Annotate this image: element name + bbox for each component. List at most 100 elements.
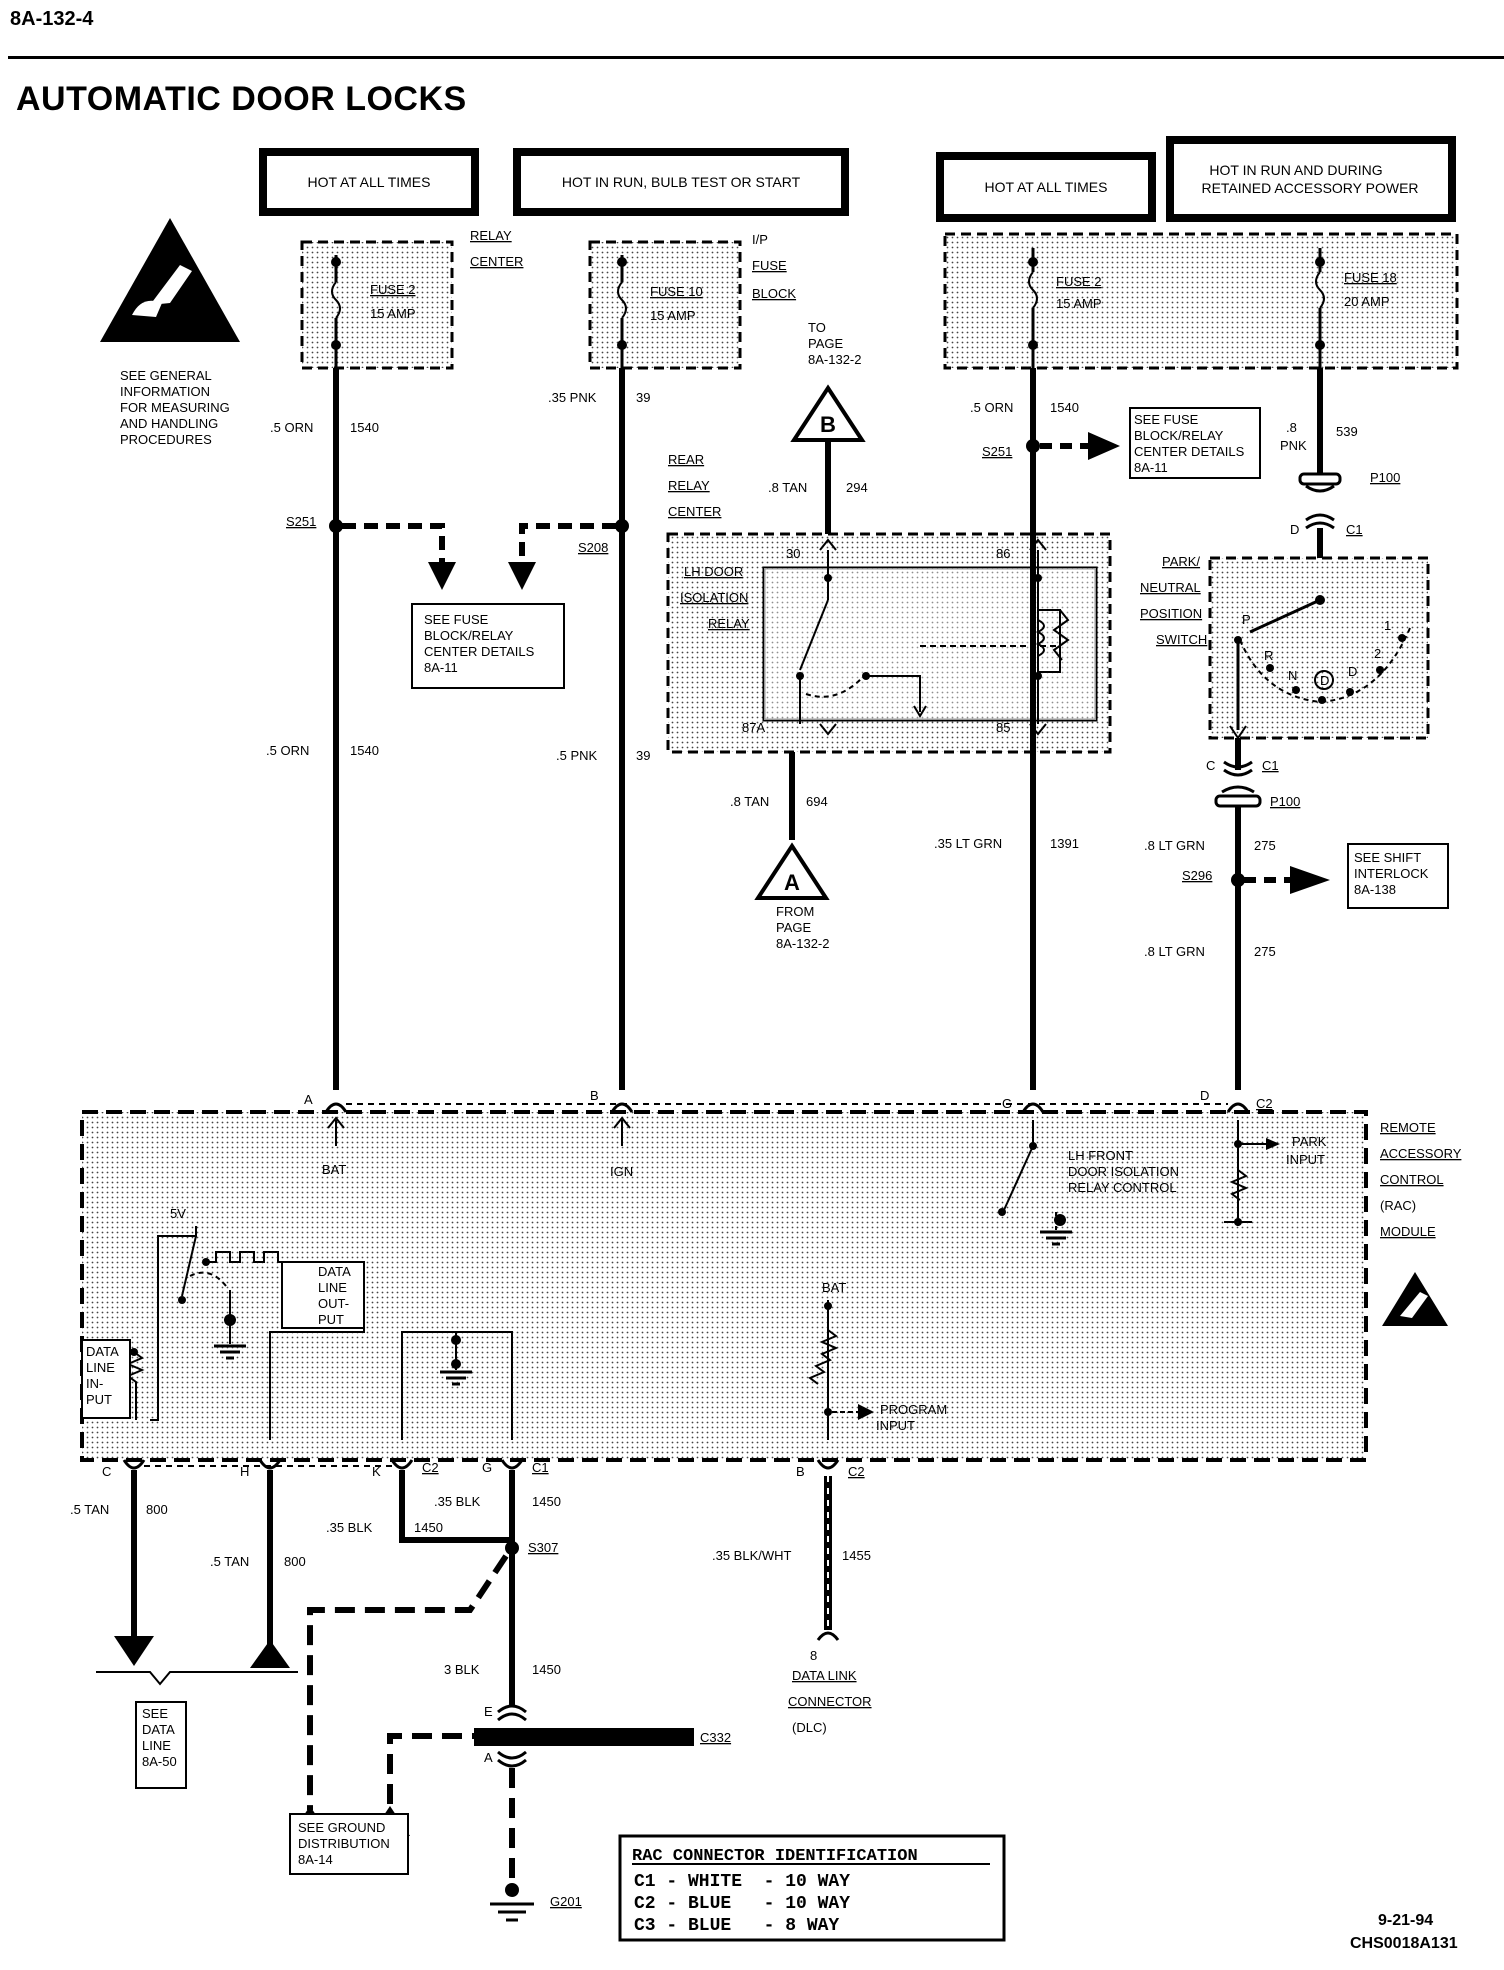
svg-text:C2: C2 (422, 1460, 439, 1475)
svg-text:INTERLOCK: INTERLOCK (1354, 866, 1429, 881)
svg-text:8A-14: 8A-14 (298, 1852, 333, 1867)
relay-pin-86: 86 (996, 546, 1010, 561)
svg-text:C1: C1 (1346, 522, 1363, 537)
svg-text:A: A (484, 1750, 493, 1765)
svg-text:D: D (1200, 1088, 1209, 1103)
svg-text:CENTER DETAILS: CENTER DETAILS (424, 644, 535, 659)
hot-box-4: HOT IN RUN AND DURING RETAINED ACCESSORY… (1166, 136, 1456, 222)
relay-center-fuse-block: RELAY CENTER FUSE 2 15 AMP (300, 228, 523, 370)
hot-box-3-label: HOT AT ALL TIMES (985, 179, 1108, 195)
svg-text:REAR: REAR (668, 452, 704, 467)
svg-text:CONTROL: CONTROL (1380, 1172, 1444, 1187)
svg-text:AND HANDLING: AND HANDLING (120, 416, 218, 431)
svg-text:C2: C2 (848, 1464, 865, 1479)
svg-text:R: R (1264, 648, 1273, 663)
svg-text:D: D (1348, 664, 1357, 679)
svg-text:.35 LT GRN: .35 LT GRN (934, 836, 1002, 851)
svg-text:DATA LINK: DATA LINK (792, 1668, 857, 1683)
p100-bottom: P100 (1270, 794, 1300, 809)
svg-text:RELAY CONTROL: RELAY CONTROL (1068, 1180, 1177, 1195)
relay-pin-87a: 87A (742, 720, 765, 735)
svg-text:8A-11: 8A-11 (424, 660, 458, 675)
splice-s296: S296 (1182, 868, 1212, 883)
svg-text:PARK/: PARK/ (1162, 554, 1200, 569)
rear-relay-center: REAR RELAY CENTER LH DOOR ISOLATION RELA… (666, 452, 1112, 754)
svg-text:C1: C1 (532, 1460, 549, 1475)
page-code: 8A-132-4 (10, 8, 94, 30)
svg-text:LH DOOR: LH DOOR (684, 564, 743, 579)
svg-text:275: 275 (1254, 838, 1276, 853)
wire-1450: .35 BLK 1450 .35 BLK 1450 S307 3 BLK 145… (289, 1470, 731, 1922)
svg-text:C1 - WHITE - 10 WAY: C1 - WHITE - 10 WAY (634, 1872, 850, 1892)
svg-text:B: B (796, 1464, 805, 1479)
ip-fuse-block: I/P FUSE BLOCK FUSE 10 15 AMP (588, 232, 796, 370)
svg-text:INPUT: INPUT (1286, 1152, 1325, 1167)
page-ref-b: TO PAGE 8A-132-2 B .8 TAN 294 (768, 320, 868, 550)
fuse-relay-left-ref: SEE FUSE BLOCK/RELAY CENTER DETAILS 8A-1… (342, 523, 616, 689)
svg-text:.8 LT GRN: .8 LT GRN (1144, 838, 1205, 853)
fuse10-name: FUSE 10 (650, 284, 703, 299)
svg-text:.5 ORN: .5 ORN (266, 743, 309, 758)
svg-text:PNK: PNK (1280, 438, 1307, 453)
svg-text:SEE FUSE: SEE FUSE (1134, 412, 1199, 427)
svg-text:ACCESSORY: ACCESSORY (1380, 1146, 1462, 1161)
svg-text:DATA: DATA (86, 1344, 119, 1359)
hot-box-1-label: HOT AT ALL TIMES (308, 174, 431, 190)
svg-text:8: 8 (810, 1648, 817, 1663)
svg-text:CENTER: CENTER (668, 504, 721, 519)
fuse2-right-name: FUSE 2 (1056, 274, 1102, 289)
svg-text:PROGRAM: PROGRAM (880, 1402, 947, 1417)
header-rule (8, 56, 1504, 59)
page-ref-a: .8 TAN 694 A FROM PAGE 8A-132-2 (730, 752, 830, 951)
svg-text:8A-50: 8A-50 (142, 1754, 177, 1769)
svg-text:PARK: PARK (1292, 1134, 1327, 1149)
svg-text:.5 TAN: .5 TAN (70, 1502, 109, 1517)
svg-text:DISTRIBUTION: DISTRIBUTION (298, 1836, 390, 1851)
svg-text:C2: C2 (1256, 1096, 1273, 1111)
svg-text:39: 39 (636, 748, 650, 763)
svg-text:C2 - BLUE - 10 WAY: C2 - BLUE - 10 WAY (634, 1894, 850, 1914)
svg-text:C: C (1206, 758, 1215, 773)
hot-box-2: HOT IN RUN, BULB TEST OR START (513, 148, 849, 216)
svg-text:SWITCH: SWITCH (1156, 632, 1207, 647)
svg-text:1540: 1540 (1050, 400, 1079, 415)
svg-text:1391: 1391 (1050, 836, 1079, 851)
svg-text:.8: .8 (1286, 420, 1297, 435)
rac-bottom-pins: C H K C2 G C1 B C2 (102, 1459, 865, 1479)
fuse2-left-name: FUSE 2 (370, 282, 416, 297)
svg-text:8A-138: 8A-138 (1354, 882, 1396, 897)
svg-text:B: B (820, 412, 836, 437)
svg-text:1540: 1540 (350, 420, 379, 435)
fuse18-name: FUSE 18 (1344, 270, 1397, 285)
svg-text:.5 PNK: .5 PNK (556, 748, 598, 763)
svg-text:G: G (482, 1460, 492, 1475)
splice-s208: S208 (578, 540, 608, 555)
fuse18-amp: 20 AMP (1344, 294, 1390, 309)
rac-top-pins: A B G D C2 (304, 1088, 1273, 1113)
svg-text:8A-11: 8A-11 (1134, 460, 1168, 475)
hot-box-1: HOT AT ALL TIMES (259, 148, 479, 216)
svg-text:.35 PNK: .35 PNK (548, 390, 597, 405)
svg-text:LINE: LINE (86, 1360, 115, 1375)
svg-text:1540: 1540 (350, 743, 379, 758)
svg-text:DATA: DATA (142, 1722, 175, 1737)
svg-text:BAT: BAT (322, 1162, 346, 1177)
svg-text:800: 800 (146, 1502, 168, 1517)
svg-text:BLOCK: BLOCK (752, 286, 796, 301)
hot-box-4-line1: HOT IN RUN AND DURING (1209, 162, 1382, 178)
svg-text:294: 294 (846, 480, 868, 495)
hot-box-3: HOT AT ALL TIMES (936, 152, 1156, 222)
splice-s251-right: S251 (982, 444, 1012, 459)
svg-text:2: 2 (1374, 646, 1381, 661)
svg-text:275: 275 (1254, 944, 1276, 959)
svg-text:C: C (102, 1464, 111, 1479)
rac-internals: BAT IGN LH FRONT DOOR ISOLATION RELAY CO… (81, 1116, 1327, 1440)
wire-539: .8 PNK 539 P100 D C1 (1280, 368, 1400, 560)
svg-text:.35 BLK: .35 BLK (326, 1520, 373, 1535)
svg-text:REMOTE: REMOTE (1380, 1120, 1436, 1135)
svg-text:LH FRONT: LH FRONT (1068, 1148, 1133, 1163)
svg-text:RELAY: RELAY (708, 616, 750, 631)
wire-275: C C1 P100 .8 LT GRN 275 S296 SEE SHIFT I… (1144, 738, 1449, 1090)
right-fuse-block: FUSE 2 15 AMP FUSE 18 20 AMP (943, 232, 1459, 370)
fuse2-left-amp: 15 AMP (370, 306, 416, 321)
